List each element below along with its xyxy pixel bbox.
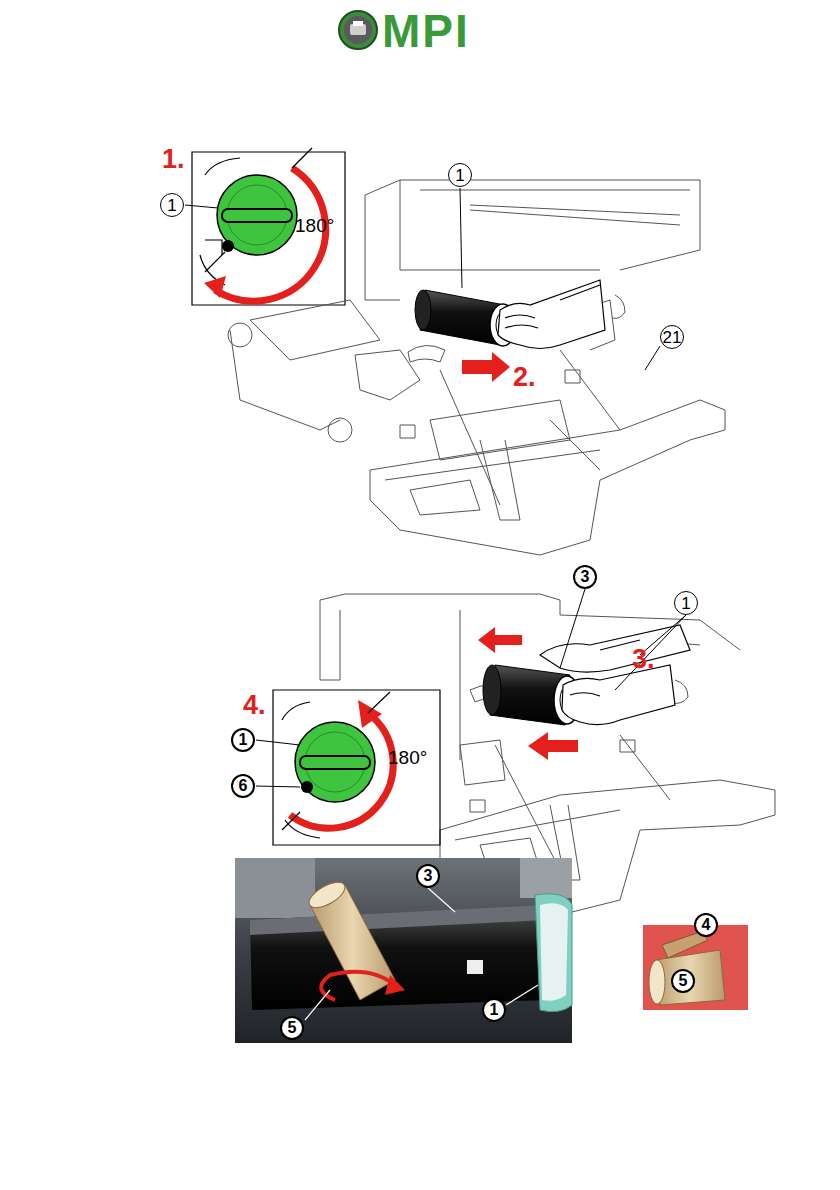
callout-number: 1 bbox=[674, 591, 698, 615]
callout-number: 3 bbox=[573, 565, 597, 589]
callout-number: 1 bbox=[160, 193, 184, 217]
callout-number: 1 bbox=[482, 998, 506, 1022]
green-knob bbox=[295, 722, 375, 802]
printer-drawing bbox=[228, 180, 725, 555]
callout-number: 5 bbox=[280, 1016, 304, 1040]
hand bbox=[498, 280, 605, 349]
push-arrow bbox=[478, 627, 522, 653]
hand bbox=[540, 625, 690, 725]
arrow-head bbox=[358, 700, 382, 728]
step-number: 2. bbox=[513, 364, 536, 391]
green-knob bbox=[217, 175, 297, 255]
arrow-head bbox=[204, 276, 226, 298]
angle-label: 180° bbox=[295, 216, 334, 235]
push-arrow bbox=[528, 732, 578, 760]
callout-number: 5 bbox=[671, 969, 695, 993]
callout-number: 21 bbox=[660, 325, 685, 349]
step-number: 3. bbox=[632, 646, 655, 673]
callout-number: 1 bbox=[448, 163, 472, 187]
rotation-arrow bbox=[290, 713, 393, 828]
step-number: 4. bbox=[243, 692, 266, 719]
photo bbox=[235, 858, 572, 1043]
callout-number: 1 bbox=[231, 728, 255, 752]
photo bbox=[643, 925, 748, 1010]
callout-number: 3 bbox=[416, 864, 440, 888]
knob-inset bbox=[192, 152, 345, 305]
logo-text: MPI bbox=[382, 8, 470, 54]
angle-label: 180° bbox=[388, 748, 427, 767]
callout-number: 6 bbox=[231, 774, 255, 798]
pull-arrow bbox=[462, 352, 510, 382]
logo-icon bbox=[339, 11, 377, 49]
callout-number: 4 bbox=[694, 913, 718, 937]
step-number: 1. bbox=[162, 146, 185, 173]
knob-inset bbox=[273, 690, 440, 845]
